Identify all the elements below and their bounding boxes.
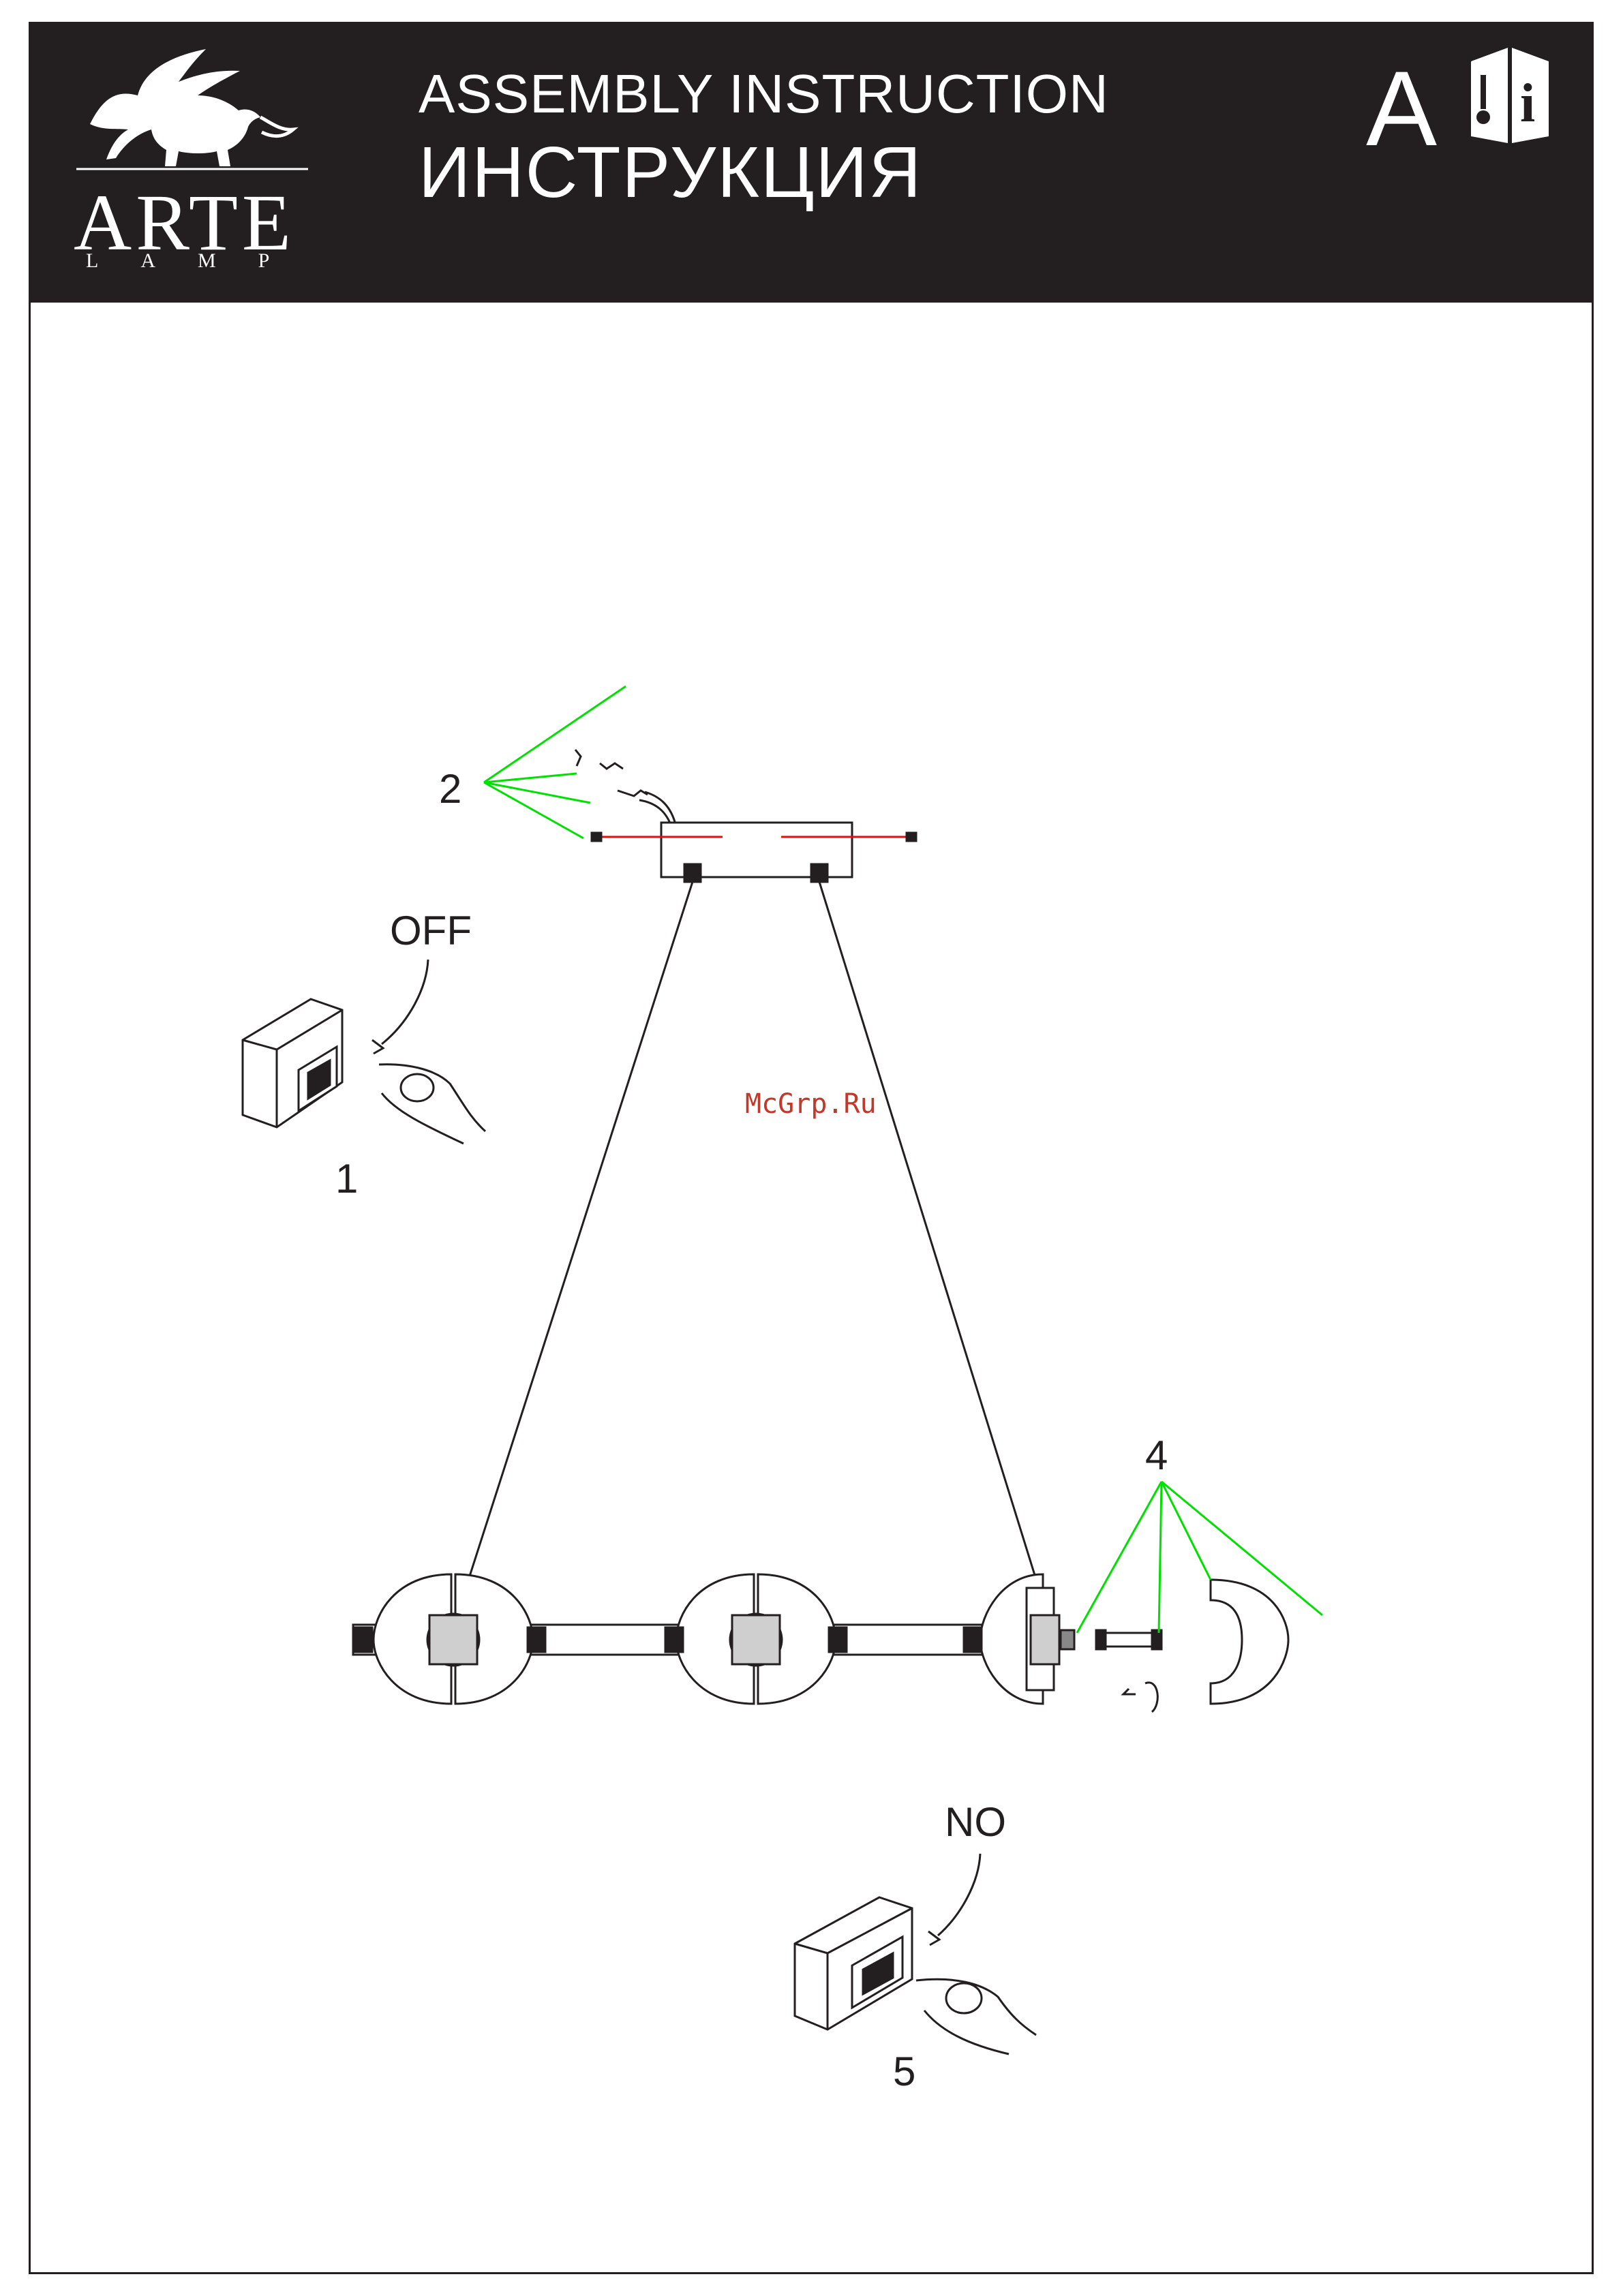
step2-number: 2 xyxy=(439,769,461,810)
wire-ends-icon xyxy=(575,750,675,825)
lamp-head-2 xyxy=(665,1574,847,1704)
watermark: McGrp.Ru xyxy=(745,1090,877,1118)
end-screw-icon xyxy=(1096,1630,1162,1712)
lamp-head-3 xyxy=(964,1574,1074,1704)
step4-number: 4 xyxy=(1145,1435,1168,1476)
step5-number: 5 xyxy=(893,2051,915,2092)
step5-caption: NO xyxy=(945,1802,1006,1843)
suspension-cables xyxy=(455,882,1050,1623)
step5-switch-no-illustration xyxy=(795,1854,1036,2054)
step2-leader-lines xyxy=(484,686,626,838)
end-cap-icon xyxy=(1211,1580,1288,1704)
step1-switch-off-illustration xyxy=(243,960,485,1144)
step1-number: 1 xyxy=(335,1159,358,1199)
lamp-bar xyxy=(353,1574,1288,1712)
step4-leader-lines xyxy=(1077,1482,1322,1633)
step1-caption: OFF xyxy=(390,910,472,951)
ceiling-canopy xyxy=(592,823,916,882)
lamp-head-1 xyxy=(354,1574,545,1704)
